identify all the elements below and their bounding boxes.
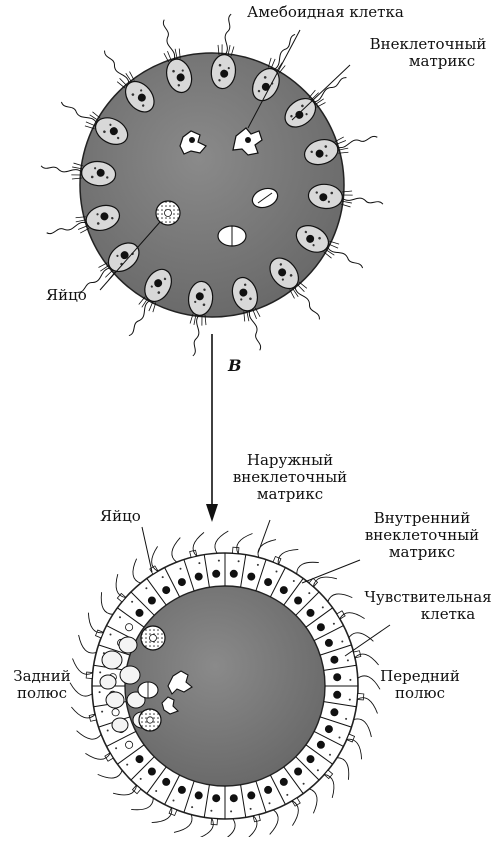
epithelial-nucleus (230, 570, 237, 577)
epithelial-nucleus (265, 579, 272, 586)
label-amoeboid-cell: Амебоидная клетка (247, 4, 404, 21)
pointer-egg-bottom (142, 527, 152, 572)
epithelial-nucleus (248, 792, 255, 799)
label-arrow-letter: B (228, 357, 242, 374)
label-anterior-pole: Передний полюс (370, 668, 470, 702)
cilium (101, 592, 113, 614)
epithelial-nucleus (295, 597, 302, 604)
epithelial-nucleus (248, 573, 255, 580)
epithelial-nucleus (280, 778, 287, 785)
epithelial-nucleus (136, 609, 143, 616)
label-extracellular-matrix-top: Внеклеточный матрикс (358, 36, 498, 70)
epithelial-nucleus (213, 570, 220, 577)
cilium (88, 613, 103, 633)
cilium (222, 819, 235, 837)
cilium (174, 815, 192, 833)
pointer-outer-matrix (258, 520, 270, 553)
epithelial-nucleus (230, 795, 237, 802)
epithelial-nucleus (195, 573, 202, 580)
epithelial-nucleus (265, 786, 272, 793)
cilium (337, 758, 349, 780)
epithelial-nucleus (280, 587, 287, 594)
top-matrix-sphere (80, 53, 344, 317)
pointer-inner-matrix (302, 560, 360, 583)
epithelial-nucleus (307, 756, 314, 763)
epithelial-nucleus (317, 741, 324, 748)
epithelial-nucleus (317, 624, 324, 631)
inner-cell (112, 718, 128, 732)
label-egg-top: Яйцо (46, 287, 87, 304)
cilium (278, 549, 298, 564)
epithelial-nucleus (163, 778, 170, 785)
epithelial-nucleus (126, 741, 133, 748)
transition-arrow (206, 334, 218, 522)
cilium (79, 635, 97, 653)
cilium (349, 633, 374, 641)
cilium (77, 731, 102, 739)
epithelial-nucleus (331, 709, 338, 716)
epithelial-nucleus (195, 792, 202, 799)
label-sensory-cell: Чувствительная клетка (358, 589, 498, 623)
epithelial-nucleus (325, 726, 332, 733)
cilium (152, 808, 172, 823)
epithelial-nucleus (126, 624, 133, 631)
bottom-larva (70, 531, 380, 837)
pointer-sensory (345, 625, 390, 656)
inner-cell (119, 637, 137, 653)
epithelial-nucleus (307, 609, 314, 616)
epithelial-nucleus (136, 756, 143, 763)
cilium (98, 770, 123, 778)
label-outer-matrix: Наружный внеклеточный матрикс (230, 452, 350, 503)
epithelial-nucleus (163, 587, 170, 594)
label-egg-bottom: Яйцо (100, 508, 141, 525)
cilium (133, 559, 141, 584)
cilium (258, 540, 276, 558)
epithelial-nucleus (295, 768, 302, 775)
epithelial-nucleus (112, 709, 119, 716)
inner-cell (106, 692, 124, 708)
cilium (354, 719, 372, 737)
cilium (347, 739, 362, 759)
epithelial-nucleus (334, 674, 341, 681)
epithelial-nucleus (334, 691, 341, 698)
label-posterior-pole: Задний полюс (8, 668, 76, 702)
inner-cell (102, 651, 122, 669)
epithelial-nucleus (148, 597, 155, 604)
cilium (246, 816, 257, 837)
cilium (297, 562, 319, 574)
inner-cell (100, 675, 116, 689)
epithelial-nucleus (331, 656, 338, 663)
epithelial-nucleus (325, 639, 332, 646)
epithelial-nucleus (178, 786, 185, 793)
top-larva (40, 13, 385, 358)
epithelial-nucleus (178, 579, 185, 586)
epithelial-nucleus (148, 768, 155, 775)
inner-cell (120, 666, 140, 684)
cilium (215, 531, 228, 553)
cilium (328, 594, 353, 602)
cilium (270, 810, 278, 835)
cilium (309, 789, 317, 814)
epithelial-nucleus (213, 795, 220, 802)
cilium (131, 798, 153, 810)
label-inner-matrix: Внутренний внеклеточный матрикс (352, 510, 492, 561)
cilium (172, 538, 180, 563)
